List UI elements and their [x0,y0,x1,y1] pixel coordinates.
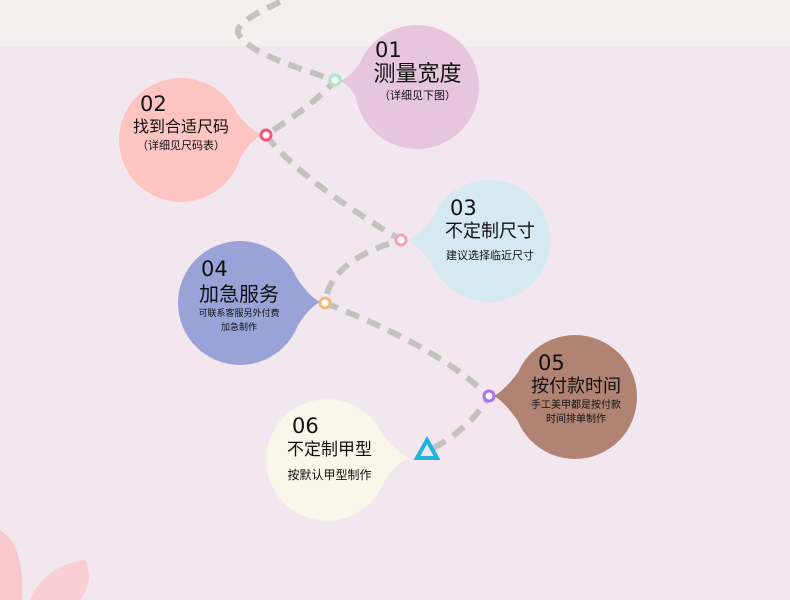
step-sub: 可联系客服另外付费 [198,309,280,319]
step-number: 01 [375,38,402,62]
bubble-03 [406,180,550,302]
step-05: 05 按付款时间 手工美甲都是按付款 时间排单制作 [520,351,632,427]
node-05 [482,389,496,403]
step-sub: （详细见下图） [379,89,456,102]
step-title: 按付款时间 [531,376,621,397]
step-sub: （详细见尺码表） [137,139,225,152]
node-02 [259,128,273,142]
petal-decoration [0,530,89,600]
step-04: 04 加急服务 可联系客服另外付费 加急制作 [183,257,295,335]
step-sub: 手工美甲都是按付款 [531,400,621,411]
node-04 [318,296,332,310]
step-title: 不定制甲型 [287,440,372,460]
step-title: 加急服务 [199,282,279,306]
step-number: 05 [538,351,565,375]
bubble-04 [178,241,320,365]
node-01 [328,73,342,87]
step-number: 04 [201,257,228,281]
bubble-06 [265,398,410,522]
step-number: 02 [140,92,167,116]
step-title: 不定制尺寸 [445,221,535,242]
step-number: 06 [292,414,319,438]
step-03: 03 不定制尺寸 建议选择临近尺寸 [430,196,550,263]
dashed-path [235,0,493,455]
step-sub: 建议选择临近尺寸 [446,249,534,262]
step-title: 测量宽度 [373,62,462,87]
bubble-01 [340,25,479,149]
end-triangle-icon [413,435,441,460]
bubble-05 [494,335,637,459]
step-title: 找到合适尺码 [132,117,229,136]
step-01: 01 测量宽度 （详细见下图） [355,38,480,103]
bubble-02 [119,78,262,202]
step-06: 06 不定制甲型 按默认甲型制作 [272,414,387,484]
step-number: 03 [450,196,477,220]
step-sub: 时间排单制作 [546,414,606,425]
step-sub: 加急制作 [220,323,257,333]
node-03 [394,233,408,247]
step-sub: 按默认甲型制作 [287,468,372,482]
step-02: 02 找到合适尺码 （详细见尺码表） [118,92,244,153]
